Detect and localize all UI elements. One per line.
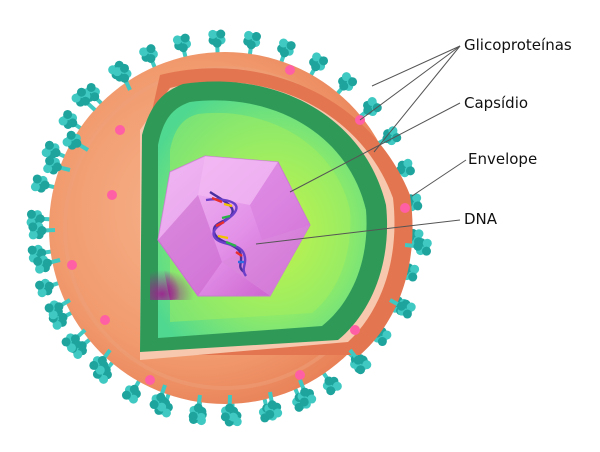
glycoprotein-spike bbox=[208, 29, 226, 61]
glycoprotein-spike bbox=[277, 38, 296, 70]
glycoprotein-spike bbox=[331, 72, 358, 101]
label-capsid: Capsídio bbox=[464, 94, 528, 112]
leader-lines bbox=[255, 45, 467, 245]
glycoprotein-spike bbox=[348, 348, 372, 375]
envelope-protein-dot bbox=[350, 325, 360, 335]
glycoprotein-spike bbox=[89, 348, 112, 375]
dna-helix bbox=[205, 191, 248, 277]
capsid bbox=[150, 155, 311, 300]
label-dna: DNA bbox=[464, 210, 498, 228]
label-envelope: Envelope bbox=[468, 150, 537, 168]
glycoprotein-spike bbox=[33, 255, 61, 274]
glycoprotein-spike bbox=[62, 130, 90, 152]
glycoprotein-spike bbox=[188, 394, 207, 422]
glycoprotein-spike bbox=[43, 156, 71, 175]
glycoprotein-spike bbox=[404, 238, 432, 256]
envelope-protein-dot bbox=[107, 190, 117, 200]
glycoprotein-spike bbox=[264, 391, 283, 419]
glycoprotein-spike bbox=[243, 30, 261, 62]
glycoprotein-spike bbox=[58, 109, 88, 135]
label-glycoproteins: Glicoproteínas bbox=[464, 36, 572, 54]
envelope-protein-dot bbox=[100, 315, 110, 325]
glycoprotein-spike bbox=[172, 33, 192, 65]
envelope-protein-dot bbox=[115, 125, 125, 135]
glycoprotein-spike bbox=[389, 298, 416, 319]
envelope-protein-dot bbox=[295, 370, 305, 380]
glycoprotein-spike bbox=[28, 222, 56, 240]
glycoprotein-spike bbox=[220, 394, 239, 422]
glycoprotein-spike bbox=[71, 87, 97, 112]
glycoprotein-spike bbox=[149, 384, 169, 412]
envelope-protein-dot bbox=[67, 260, 77, 270]
envelope-protein-dot bbox=[400, 203, 410, 213]
glycoprotein-spike bbox=[112, 63, 132, 91]
glycoprotein-spike bbox=[317, 365, 342, 396]
glycoprotein-spike bbox=[44, 298, 72, 320]
envelope-protein-dot bbox=[145, 375, 155, 385]
glycoprotein-spike bbox=[297, 379, 317, 407]
envelope-protein-dot bbox=[285, 65, 295, 75]
glycoprotein-spike bbox=[61, 328, 87, 353]
glycoprotein-spikes-front bbox=[28, 63, 432, 422]
